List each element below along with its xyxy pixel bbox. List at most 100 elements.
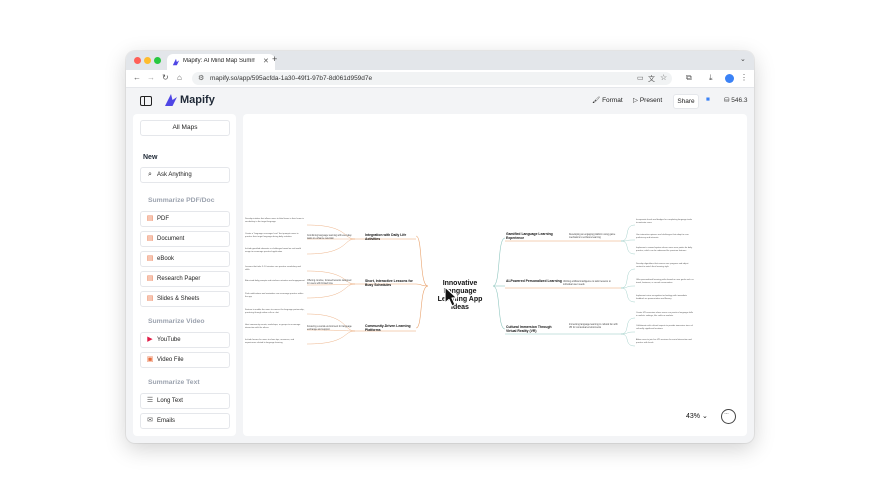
tab-search-chevron-icon[interactable]: ⌄ bbox=[740, 56, 746, 63]
translate-icon[interactable]: 文 bbox=[648, 76, 655, 83]
mindmap-leaf-node[interactable]: Offer personalized learning paths based … bbox=[636, 279, 694, 284]
mindmap-leaf-node[interactable]: Lessons that take 5–10 minutes can pract… bbox=[245, 266, 301, 271]
connector bbox=[620, 268, 636, 289]
all-maps-button[interactable]: All Maps bbox=[140, 120, 230, 136]
mindmap-leaf-node[interactable]: Develop intuitive that allows users to l… bbox=[245, 218, 304, 223]
app-header: Mapify 🖌 Format ▷ Present Share ■ ⛁ 546.… bbox=[126, 88, 754, 114]
mindmap-connectors bbox=[306, 224, 636, 347]
group-title-video: Summarize Video bbox=[148, 318, 205, 325]
mindmap-topic-node[interactable]: Integration with Daily Life Activities bbox=[365, 233, 407, 241]
format-label: Format bbox=[602, 97, 623, 104]
install-app-icon[interactable]: ▭ bbox=[637, 75, 644, 82]
sidebar-item-video-file[interactable]: ▣ Video File bbox=[140, 352, 230, 368]
sidebar-item-youtube[interactable]: ▶ YouTube bbox=[140, 332, 230, 348]
ebook-icon: ▤ bbox=[146, 255, 154, 262]
connector bbox=[620, 331, 636, 335]
url-field[interactable]: ⚙ mapify.so/app/595acfda-1a30-49f1-97b7-… bbox=[192, 72, 672, 85]
email-icon: ✉ bbox=[147, 417, 153, 424]
mindmap-leaf-node[interactable]: Collaborate with cultural experts to pro… bbox=[636, 325, 693, 330]
forward-arrow-icon[interactable]: → bbox=[147, 73, 155, 82]
close-window-dot[interactable] bbox=[134, 57, 141, 64]
mouse-cursor-icon bbox=[444, 286, 458, 307]
sidebar-item-pdf[interactable]: ▤ PDF bbox=[140, 211, 230, 227]
mindmap-leaf-node[interactable]: Include gamified elements or challenges … bbox=[245, 248, 301, 253]
mindmap-subtopic-node[interactable]: Immersing language learning in cultural … bbox=[569, 324, 618, 329]
mindmap-leaf-node[interactable]: Use interactive quizzes and challenges t… bbox=[636, 234, 689, 239]
credits-value: 546.3 bbox=[731, 97, 748, 104]
bookmark-star-icon[interactable]: ☆ bbox=[660, 73, 668, 82]
connector bbox=[620, 317, 636, 335]
download-icon[interactable]: ⤓ bbox=[709, 73, 713, 82]
site-settings-icon[interactable]: ⚙ bbox=[198, 75, 205, 82]
present-button[interactable]: ▷ Present bbox=[633, 97, 663, 104]
mindmap-topic-node[interactable]: Short, Interactive Lessons for Busy Sche… bbox=[365, 279, 413, 287]
mindmap-leaf-node[interactable]: Bite-sized daily prompts and reinforce r… bbox=[245, 280, 305, 282]
mindmap-root-node[interactable]: Innovative Language Learning App Ideas bbox=[437, 280, 483, 311]
zoom-level-dropdown[interactable]: 43% ⌄ bbox=[686, 413, 708, 420]
sidebar-toggle-icon[interactable] bbox=[140, 96, 152, 106]
sidebar-item-emails[interactable]: ✉ Emails bbox=[140, 413, 230, 429]
long-text-icon: ☰ bbox=[146, 397, 154, 404]
mapify-logo-icon bbox=[165, 94, 177, 106]
mindmap-subtopic-node[interactable]: Offering concise, focused lessons design… bbox=[307, 280, 352, 285]
document-icon: ▤ bbox=[146, 235, 154, 242]
mindmap-subtopic-node[interactable]: Utilizing artificial intelligence to tai… bbox=[563, 281, 611, 286]
mindmap-topic-node[interactable]: Community-Driven Learning Platforms bbox=[365, 324, 411, 332]
format-button[interactable]: 🖌 Format bbox=[592, 97, 623, 104]
mindmap-subtopic-node[interactable]: Fostering a social environment for langu… bbox=[307, 326, 352, 331]
connector bbox=[306, 313, 356, 332]
credits-balance[interactable]: ⛁ 546.3 bbox=[724, 97, 748, 104]
browser-tab[interactable]: Mapify: AI Mind Map Summar ✕ bbox=[167, 54, 275, 70]
mindmap-topic-node[interactable]: Cultural Immersion Through Virtual Reali… bbox=[506, 325, 552, 333]
mindmap-leaf-node[interactable]: Create a "language scavenger hunt" that … bbox=[245, 233, 299, 238]
mindmap-leaf-node[interactable]: Implement a reward system where users ea… bbox=[636, 247, 693, 252]
ask-anything-label: Ask Anything bbox=[157, 172, 192, 178]
sidebar-item-slides-sheets[interactable]: ▤ Slides & Sheets bbox=[140, 291, 230, 307]
browser-menu-icon[interactable]: ⋮ bbox=[740, 73, 748, 82]
mindmap-leaf-node[interactable]: Allow users to join live VR sessions for… bbox=[636, 339, 692, 344]
chat-assistant-icon[interactable] bbox=[721, 409, 736, 424]
new-tab-icon[interactable]: + bbox=[272, 54, 278, 64]
profile-avatar[interactable] bbox=[725, 74, 734, 83]
youtube-icon: ▶ bbox=[147, 336, 153, 343]
mindmap-leaf-node[interactable]: Feature to enable the users to connect f… bbox=[245, 309, 305, 314]
reload-icon[interactable]: ↻ bbox=[162, 73, 169, 82]
connector bbox=[620, 287, 636, 303]
home-icon[interactable]: ⌂ bbox=[177, 73, 182, 82]
mindmap-leaf-node[interactable]: Include forums for users to share tips, … bbox=[245, 339, 295, 344]
mindmap-leaf-node[interactable]: Implement voice recognition technology w… bbox=[636, 295, 687, 300]
sidebar-item-ebook[interactable]: ▤ eBook bbox=[140, 251, 230, 267]
mindmap-leaf-node[interactable]: Push notifications and reminders can enc… bbox=[245, 293, 304, 298]
sidebar-item-label: Emails bbox=[157, 418, 176, 424]
connector bbox=[306, 238, 356, 255]
extensions-icon[interactable]: ⧉ bbox=[686, 73, 692, 82]
mindmap-topic-node[interactable]: AI-Powered Personalized Learning bbox=[506, 279, 562, 283]
ask-anything-button[interactable]: ⌕ Ask Anything bbox=[140, 167, 230, 183]
mindmap-leaf-node[interactable]: Host community events, workshops, or gro… bbox=[245, 324, 301, 329]
sidebar-item-research-paper[interactable]: ▤ Research Paper bbox=[140, 271, 230, 287]
connector bbox=[306, 270, 356, 285]
mindmap-leaf-node[interactable]: Create VR scenarios where users can prac… bbox=[636, 312, 694, 317]
mindmap-subtopic-node[interactable]: Developing an engaging platform using ga… bbox=[569, 234, 616, 239]
address-bar-row: ← → ↻ ⌂ ⚙ mapify.so/app/595acfda-1a30-49… bbox=[126, 70, 754, 88]
mindmap-topic-node[interactable]: Gamified Language Learning Experience bbox=[506, 232, 553, 240]
share-button[interactable]: Share bbox=[673, 94, 699, 109]
group-title-pdf-doc: Summarize PDF/Doc bbox=[148, 197, 215, 204]
mindmap-leaf-node[interactable]: Develop algorithms that assess user prog… bbox=[636, 263, 689, 268]
present-label: Present bbox=[639, 97, 663, 104]
back-arrow-icon[interactable]: ← bbox=[133, 73, 141, 82]
search-icon: ⌕ bbox=[148, 171, 152, 178]
mindmap-canvas[interactable]: Innovative Language Learning App Ideas I… bbox=[243, 114, 747, 436]
sidebar-item-label: Long Text bbox=[157, 398, 183, 404]
sidebar-item-long-text[interactable]: ☰ Long Text bbox=[140, 393, 230, 409]
mindmap-leaf-node[interactable]: Incorporate levels and badges for comple… bbox=[636, 219, 693, 224]
minimize-window-dot[interactable] bbox=[144, 57, 151, 64]
connector bbox=[492, 237, 506, 287]
sidebar-item-document[interactable]: ▤ Document bbox=[140, 231, 230, 247]
maximize-window-dot[interactable] bbox=[154, 57, 161, 64]
url-text: mapify.so/app/595acfda-1a30-49f1-97b7-8d… bbox=[210, 75, 373, 82]
mindmap-subtopic-node[interactable]: Combining language learning with everyda… bbox=[307, 235, 352, 240]
connector bbox=[306, 283, 356, 299]
sidebar-item-label: YouTube bbox=[157, 337, 181, 343]
close-tab-icon[interactable]: ✕ bbox=[263, 58, 269, 65]
